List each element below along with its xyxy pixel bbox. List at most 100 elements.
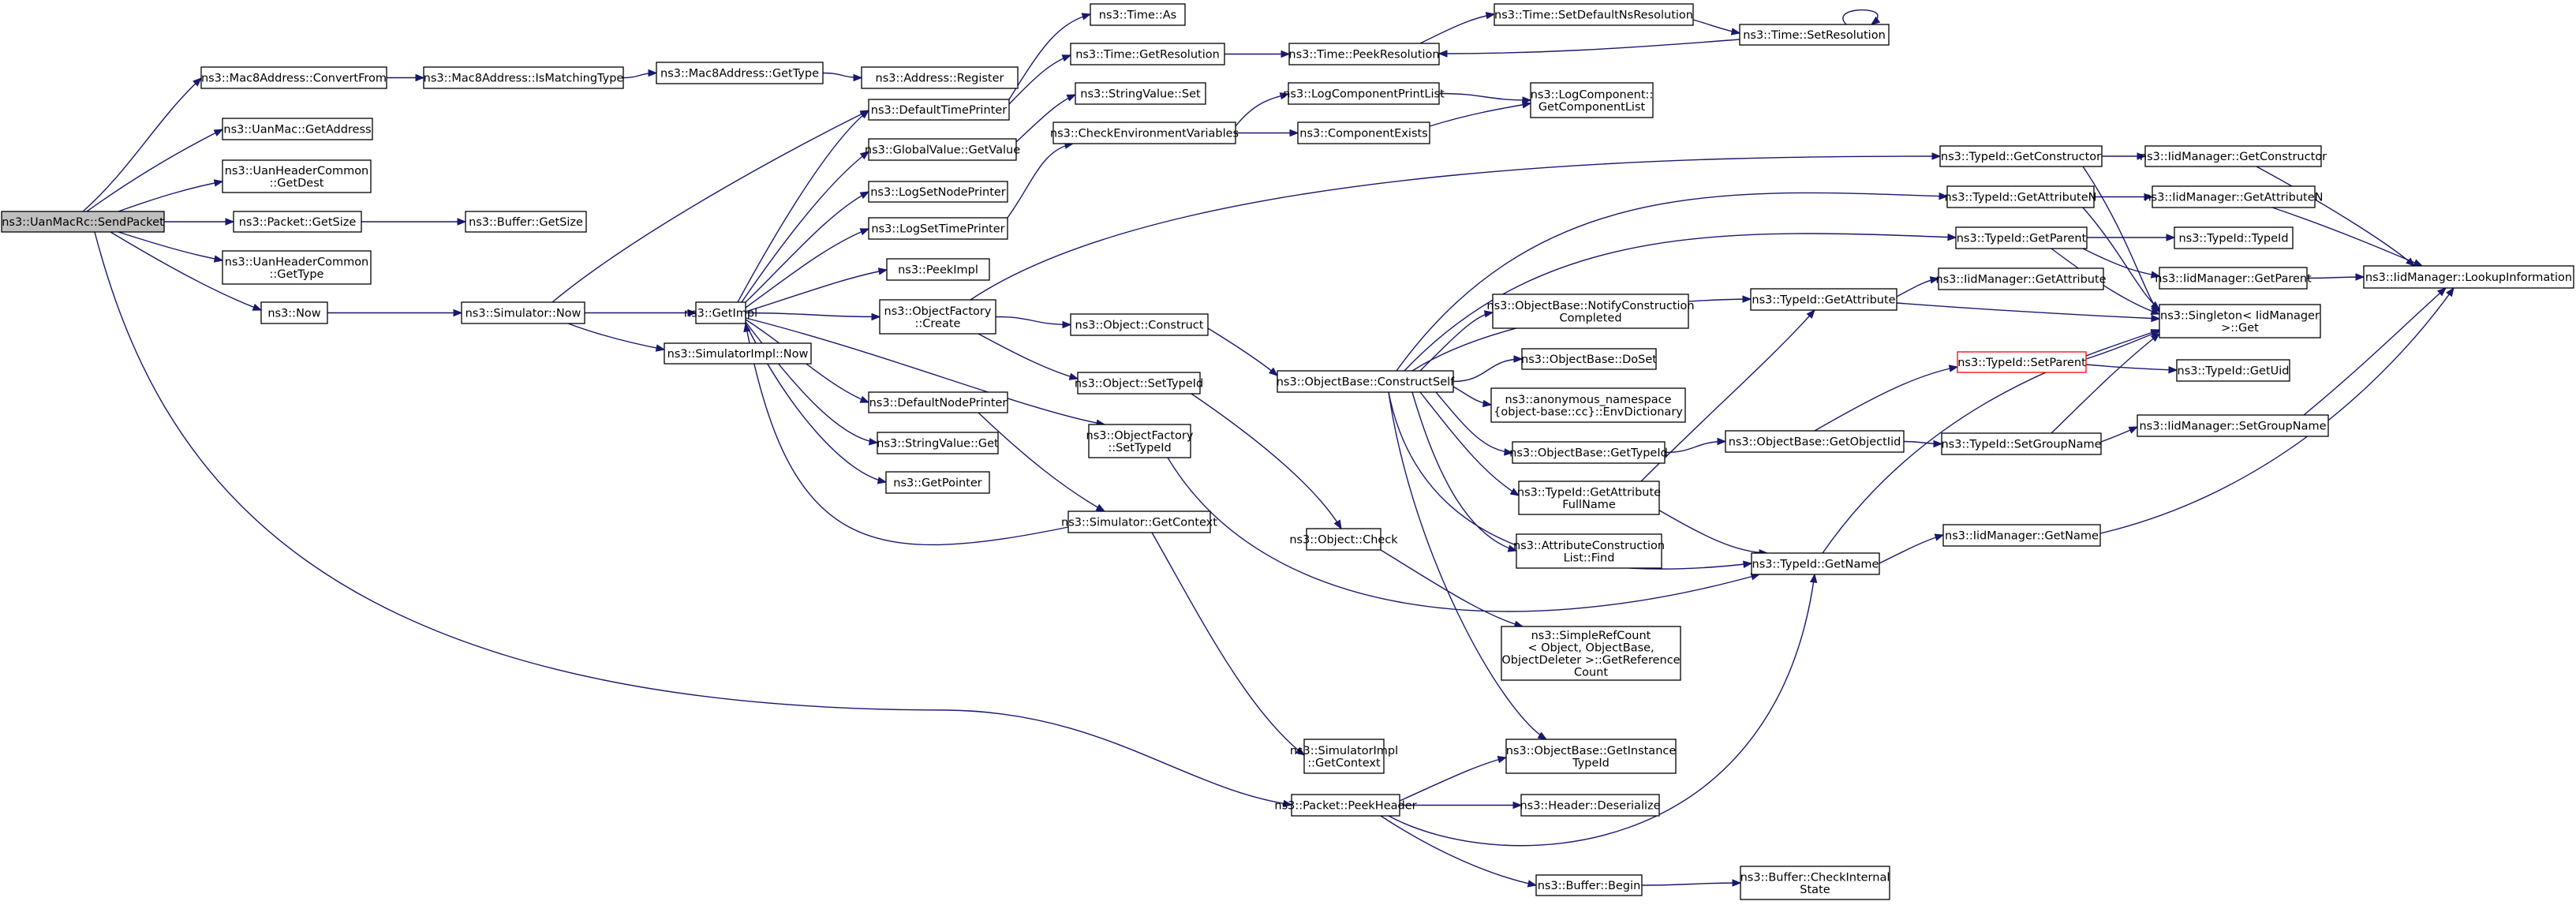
node-peekimpl[interactable]: ns3::PeekImpl	[886, 258, 990, 281]
node-typeid_getname[interactable]: ns3::TypeId::GetName	[1751, 552, 1880, 575]
node-box[interactable]	[1518, 481, 1660, 515]
node-typeid_getuid[interactable]: ns3::TypeId::GetUid	[2176, 359, 2290, 382]
node-buffer_getsize[interactable]: ns3::Buffer::GetSize	[465, 211, 587, 233]
node-convertfrom[interactable]: ns3::Mac8Address::ConvertFrom	[200, 66, 387, 89]
node-box[interactable]	[877, 432, 999, 454]
node-box[interactable]	[2159, 304, 2321, 338]
node-iidm_getparent[interactable]: ns3::IidManager::GetParent	[2155, 267, 2312, 290]
node-ismatchingtype[interactable]: ns3::Mac8Address::IsMatchingType	[423, 66, 624, 89]
node-box[interactable]	[868, 181, 1008, 203]
node-sendpacket[interactable]: ns3::UanMacRc::SendPacket	[1, 211, 165, 233]
node-hdr_gettype[interactable]: ns3::UanHeaderCommon::GetType	[222, 250, 372, 285]
node-typeid_setgroupname[interactable]: ns3::TypeId::SetGroupName	[1941, 432, 2102, 455]
node-box[interactable]	[868, 99, 1010, 121]
node-box[interactable]	[2159, 267, 2308, 290]
node-now[interactable]: ns3::Now	[260, 301, 328, 324]
node-uanmac_getaddress[interactable]: ns3::UanMac::GetAddress	[222, 118, 373, 140]
node-gettype_mac8[interactable]: ns3::Mac8Address::GetType	[656, 62, 824, 84]
node-box[interactable]	[664, 342, 812, 365]
node-box[interactable]	[1070, 43, 1225, 65]
node-box[interactable]	[2152, 185, 2316, 208]
node-time_as[interactable]: ns3::Time::As	[1090, 3, 1186, 26]
node-checkenv[interactable]: ns3::CheckEnvironmentVariables	[1050, 122, 1239, 144]
node-box[interactable]	[465, 211, 587, 233]
node-box[interactable]	[1052, 122, 1236, 144]
node-time_setres[interactable]: ns3::Time::SetResolution	[1739, 24, 1890, 46]
node-box[interactable]	[1088, 424, 1191, 458]
node-typeid_typeid[interactable]: ns3::TypeId::TypeId	[2174, 226, 2294, 249]
node-packet_peekheader[interactable]: ns3::Packet::PeekHeader	[1274, 794, 1417, 817]
node-box[interactable]	[461, 301, 585, 324]
node-object_settypeid[interactable]: ns3::Object::SetTypeId	[1075, 372, 1203, 395]
node-getpointer[interactable]: ns3::GetPointer	[885, 471, 990, 494]
node-packet_getsize[interactable]: ns3::Packet::GetSize	[233, 211, 362, 233]
node-simimpl_getcontext[interactable]: ns3::SimulatorImpl::GetContext	[1290, 739, 1398, 774]
node-box[interactable]	[1946, 185, 2095, 208]
node-box[interactable]	[1941, 432, 2102, 455]
node-box[interactable]	[1939, 145, 2103, 167]
node-logcomp_getlist[interactable]: ns3::LogComponent::GetComponentList	[1530, 82, 1654, 118]
node-box[interactable]	[1291, 794, 1400, 817]
node-box[interactable]	[1942, 524, 2101, 547]
node-iidm_getconstructor[interactable]: ns3::IidManager::GetConstructor	[2140, 145, 2327, 167]
node-box[interactable]	[1492, 294, 1689, 329]
node-iidm_lookupinformation[interactable]: ns3::IidManager::LookupInformation	[2363, 265, 2574, 289]
node-box[interactable]	[886, 258, 990, 281]
node-iidm_getattribute[interactable]: ns3::IidManager::GetAttribute	[1935, 267, 2107, 290]
node-box[interactable]	[222, 118, 373, 140]
node-box[interactable]	[1955, 226, 2088, 249]
node-box[interactable]	[868, 391, 1008, 413]
node-box[interactable]	[1306, 528, 1381, 551]
node-box[interactable]	[1725, 430, 1905, 453]
node-box[interactable]	[1740, 866, 1890, 900]
node-box[interactable]	[879, 299, 996, 335]
node-box[interactable]	[2176, 359, 2290, 382]
node-getimpl[interactable]: ns3::GetImpl	[684, 301, 757, 324]
node-box[interactable]	[2144, 145, 2322, 167]
node-box[interactable]	[1494, 3, 1694, 26]
node-logsetnodeprinter[interactable]: ns3::LogSetNodePrinter	[868, 181, 1008, 203]
node-simplerefcount[interactable]: ns3::SimpleRefCount< Object, ObjectBase,…	[1501, 626, 1681, 681]
node-objectbase_getobjectiid[interactable]: ns3::ObjectBase::GetObjectIid	[1725, 430, 1905, 453]
node-box[interactable]	[1277, 370, 1454, 393]
node-object_check[interactable]: ns3::Object::Check	[1289, 528, 1398, 551]
node-typeid_getparent[interactable]: ns3::TypeId::GetParent	[1955, 226, 2088, 249]
node-box[interactable]	[222, 159, 372, 193]
node-time_getres[interactable]: ns3::Time::GetResolution	[1070, 43, 1225, 65]
node-box[interactable]	[1957, 351, 2087, 373]
node-box[interactable]	[1505, 739, 1677, 774]
node-box[interactable]	[695, 301, 746, 324]
node-box[interactable]	[861, 66, 1019, 89]
node-box[interactable]	[1303, 739, 1385, 774]
node-addr_register[interactable]: ns3::Address::Register	[861, 66, 1019, 89]
node-box[interactable]	[1739, 24, 1890, 46]
node-box[interactable]	[233, 211, 362, 233]
node-box[interactable]	[1, 211, 165, 233]
node-box[interactable]	[1501, 626, 1681, 681]
node-box[interactable]	[656, 62, 824, 84]
node-box[interactable]	[423, 66, 624, 89]
node-defaultnodeprinter[interactable]: ns3::DefaultNodePrinter	[868, 391, 1008, 413]
node-header_deserialize[interactable]: ns3::Header::Deserialize	[1520, 794, 1661, 817]
node-box[interactable]	[1530, 82, 1654, 118]
node-box[interactable]	[2137, 414, 2329, 437]
node-stringvalue_set[interactable]: ns3::StringValue::Set	[1075, 82, 1206, 105]
node-stringvalue_get[interactable]: ns3::StringValue::Get	[877, 432, 999, 454]
node-defaulttimeprinter[interactable]: ns3::DefaultTimePrinter	[868, 99, 1010, 121]
node-box[interactable]	[2363, 265, 2574, 289]
node-box[interactable]	[885, 471, 990, 494]
node-box[interactable]	[1077, 372, 1201, 395]
node-box[interactable]	[1512, 441, 1666, 464]
node-time_setdefaultns[interactable]: ns3::Time::SetDefaultNsResolution	[1494, 3, 1694, 26]
node-box[interactable]	[1075, 82, 1206, 105]
node-sim_now[interactable]: ns3::Simulator::Now	[461, 301, 585, 324]
node-objfactory_settypeid[interactable]: ns3::ObjectFactory::SetTypeId	[1086, 424, 1194, 458]
node-typeid_getattributen[interactable]: ns3::TypeId::GetAttributeN	[1944, 185, 2097, 208]
node-buffer_begin[interactable]: ns3::Buffer::Begin	[1535, 874, 1643, 896]
node-componentexists[interactable]: ns3::ComponentExists	[1297, 122, 1430, 144]
node-box[interactable]	[260, 301, 328, 324]
